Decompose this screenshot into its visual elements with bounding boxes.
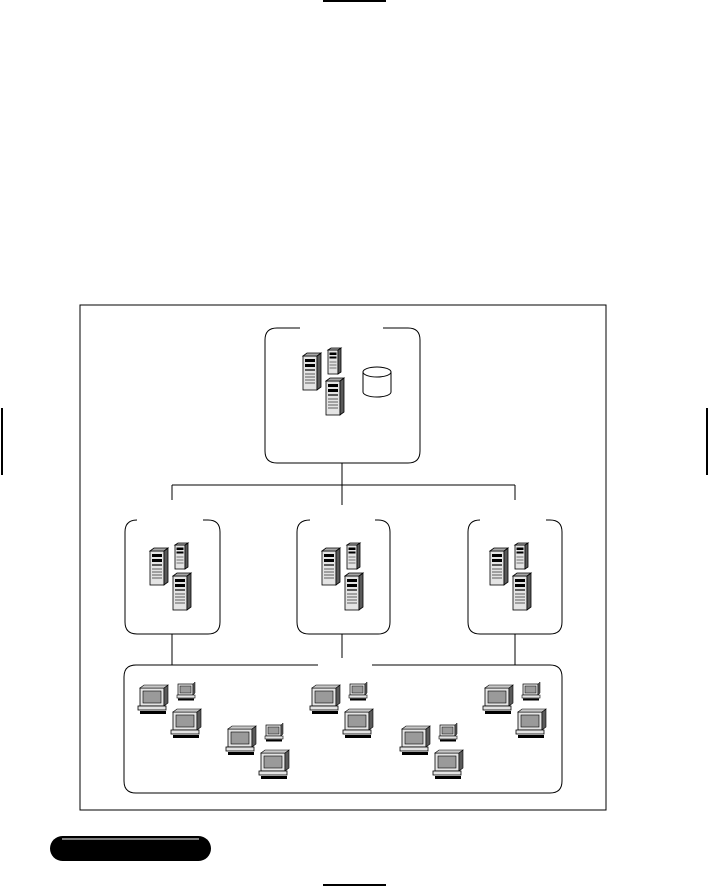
server-cluster-central [303, 348, 344, 415]
caption-tab [50, 836, 211, 861]
connector-lines [171, 463, 516, 665]
server-icon [490, 543, 531, 610]
central-server-box [264, 327, 421, 464]
server-group-center [296, 519, 391, 635]
server-icon [322, 543, 363, 610]
workstation-icon [400, 723, 463, 779]
server-group-left [124, 519, 221, 635]
workstation-icon [310, 682, 373, 738]
database-icon [362, 366, 392, 398]
server-group-right [467, 519, 563, 635]
diagram-frame [79, 304, 607, 811]
workstation-icon [226, 723, 289, 779]
server-icon [150, 543, 191, 610]
workstation-icon [138, 682, 201, 738]
workstation-icon [483, 682, 546, 738]
client-network-box [123, 664, 563, 794]
